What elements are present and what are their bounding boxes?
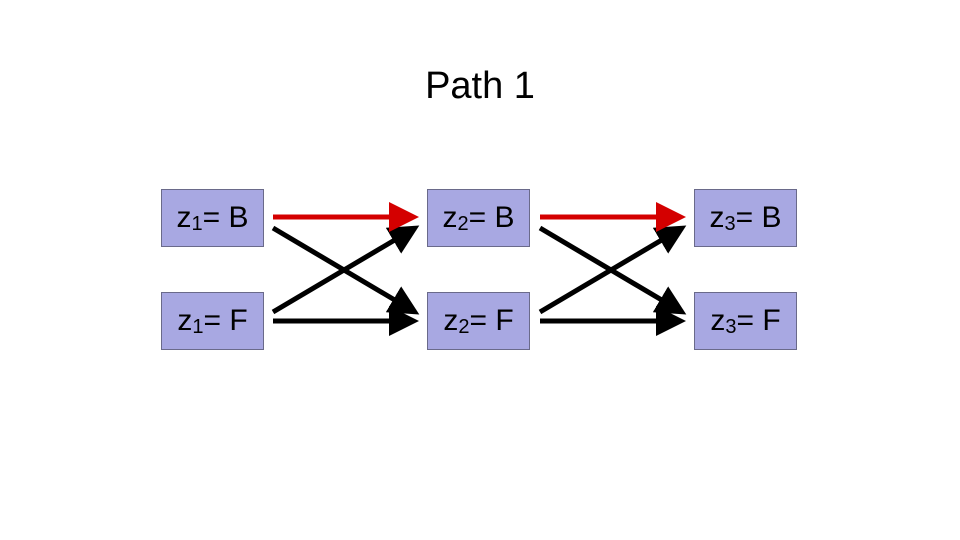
- node-value: = B: [202, 201, 249, 234]
- node-subscript: 3: [724, 212, 736, 235]
- node-var: z: [176, 201, 192, 234]
- node-var: z: [442, 201, 458, 234]
- node-var: z: [709, 201, 725, 234]
- node-subscript: 1: [192, 315, 204, 338]
- node-var: z: [443, 304, 459, 337]
- slide-title: Path 1: [425, 65, 535, 107]
- node-var: z: [177, 304, 193, 337]
- node-subscript: 2: [457, 212, 469, 235]
- node-value: = F: [203, 304, 248, 337]
- node-subscript: 1: [191, 212, 203, 235]
- node-subscript: 2: [458, 315, 470, 338]
- node-var: z: [710, 304, 726, 337]
- arrow-z1F-to-z2B: [271, 225, 420, 315]
- node-value: = B: [735, 201, 782, 234]
- node-value: = F: [469, 304, 514, 337]
- arrow-z2F-to-z3B: [538, 225, 687, 315]
- node-subscript: 3: [725, 315, 737, 338]
- node-value: = B: [468, 201, 515, 234]
- node-value: = F: [736, 304, 781, 337]
